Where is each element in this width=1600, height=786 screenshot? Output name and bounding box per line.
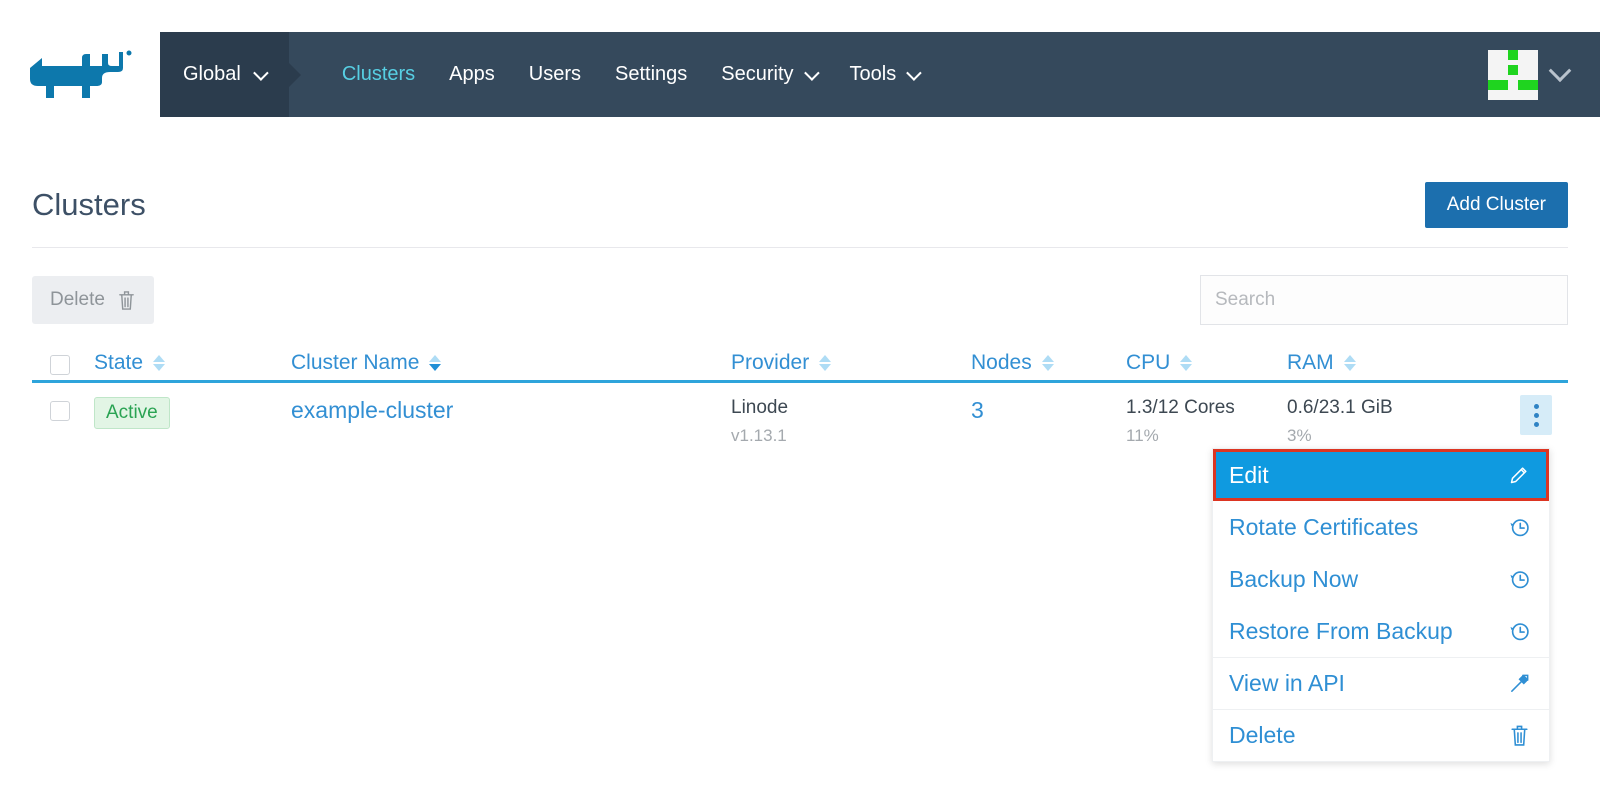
row-checkbox[interactable] — [50, 401, 70, 421]
column-header-cluster-name[interactable]: Cluster Name — [291, 351, 731, 380]
menu-item-delete[interactable]: Delete — [1213, 709, 1549, 761]
menu-item-label: View in API — [1229, 670, 1345, 696]
nav-item-clusters[interactable]: Clusters — [325, 63, 432, 86]
bulk-delete-label: Delete — [50, 289, 105, 310]
scope-selector-label: Global — [183, 63, 241, 85]
nav-item-tools[interactable]: Tools — [833, 63, 936, 86]
ram-usage: 0.6/23.1 GiB — [1287, 397, 1393, 418]
page-header: Clusters Add Cluster — [32, 163, 1568, 248]
sort-toggle-icon[interactable] — [1180, 355, 1193, 371]
user-identicon-avatar — [1488, 49, 1538, 100]
brand-logo[interactable] — [0, 32, 160, 117]
menu-item-rotate-certificates[interactable]: Rotate Certificates — [1213, 501, 1549, 553]
nav-item-label: Settings — [615, 63, 688, 85]
cpu-usage: 1.3/12 Cores — [1126, 397, 1235, 418]
row-select-cell — [32, 397, 94, 421]
table-header-row: State Cluster Name Provider Nodes CPU RA… — [32, 333, 1568, 383]
column-header-ram[interactable]: RAM — [1287, 351, 1517, 380]
sort-toggle-icon[interactable] — [429, 355, 442, 371]
column-header-cpu[interactable]: CPU — [1126, 351, 1287, 380]
table-toolbar: Delete — [32, 272, 1568, 328]
column-label: State — [94, 351, 144, 374]
chevron-down-icon — [252, 65, 269, 81]
column-header-actions — [1517, 375, 1568, 380]
nav-item-users[interactable]: Users — [512, 63, 598, 86]
cell-nodes: 3 — [971, 397, 1126, 424]
cell-provider: Linode v1.13.1 — [731, 397, 971, 446]
table-row[interactable]: Active example-cluster Linode v1.13.1 3 … — [32, 383, 1568, 457]
cell-cpu: 1.3/12 Cores 11% — [1126, 397, 1287, 446]
nav-item-label: Security — [721, 63, 794, 85]
clock-rotate-icon — [1506, 566, 1532, 592]
menu-item-label: Delete — [1229, 722, 1296, 748]
column-label: Nodes — [971, 351, 1032, 374]
nav-item-label: Apps — [449, 63, 495, 85]
cpu-percent: 11% — [1126, 426, 1159, 445]
row-actions-menu: Edit Rotate Certificates Backup Now — [1212, 448, 1550, 762]
nodes-count-link[interactable]: 3 — [971, 397, 984, 423]
menu-item-label: Edit — [1229, 461, 1269, 488]
menu-item-backup-now[interactable]: Backup Now — [1213, 553, 1549, 605]
trash-icon — [1506, 723, 1532, 749]
kebab-menu-icon[interactable] — [1520, 395, 1552, 435]
menu-item-view-in-api[interactable]: View in API — [1213, 657, 1549, 709]
top-navigation-bar: Global Clusters Apps Users Settings Secu… — [0, 32, 1600, 117]
sort-toggle-icon[interactable] — [819, 355, 832, 371]
select-all-checkbox[interactable] — [50, 355, 70, 375]
clock-rotate-icon — [1506, 514, 1532, 540]
nav-item-label: Tools — [849, 63, 897, 85]
menu-item-label: Rotate Certificates — [1229, 513, 1419, 540]
provider-name: Linode — [731, 397, 789, 418]
nav-links: Clusters Apps Users Settings Security To… — [289, 63, 935, 86]
chevron-down-icon — [906, 65, 922, 81]
nav-item-apps[interactable]: Apps — [432, 63, 512, 86]
column-label: RAM — [1287, 351, 1334, 374]
kubernetes-version: v1.13.1 — [731, 426, 787, 445]
nav-item-settings[interactable]: Settings — [598, 63, 704, 86]
column-header-provider[interactable]: Provider — [731, 351, 971, 380]
page-title: Clusters — [32, 187, 146, 222]
status-badge: Active — [94, 397, 170, 429]
cell-state: Active — [94, 397, 291, 429]
sort-toggle-icon[interactable] — [1041, 355, 1054, 371]
column-label: Cluster Name — [291, 351, 420, 374]
column-header-nodes[interactable]: Nodes — [971, 351, 1126, 380]
clusters-table: State Cluster Name Provider Nodes CPU RA… — [32, 333, 1568, 457]
external-link-icon — [1506, 671, 1532, 697]
nav-item-label: Clusters — [341, 63, 416, 85]
cell-cluster-name: example-cluster — [291, 397, 731, 424]
search-input[interactable] — [1200, 275, 1568, 325]
clock-rotate-icon — [1506, 618, 1532, 644]
menu-item-label: Backup Now — [1229, 565, 1359, 592]
menu-item-restore-from-backup[interactable]: Restore From Backup — [1213, 605, 1549, 657]
sort-toggle-icon[interactable] — [153, 355, 166, 371]
scope-selector-global[interactable]: Global — [160, 32, 289, 117]
column-header-state[interactable]: State — [94, 351, 291, 380]
column-label: Provider — [731, 351, 810, 374]
menu-item-label: Restore From Backup — [1229, 617, 1453, 644]
chevron-down-icon — [1548, 58, 1572, 82]
add-cluster-button[interactable]: Add Cluster — [1424, 182, 1568, 228]
nav-item-label: Users — [528, 63, 581, 85]
pencil-icon — [1506, 462, 1532, 488]
cluster-name-link[interactable]: example-cluster — [291, 397, 454, 423]
chevron-down-icon — [803, 65, 820, 81]
user-menu[interactable] — [1488, 49, 1600, 100]
trash-icon — [119, 290, 134, 310]
cell-ram: 0.6/23.1 GiB 3% — [1287, 397, 1517, 446]
select-all-cell — [32, 355, 94, 380]
sort-toggle-icon[interactable] — [1343, 355, 1356, 371]
column-label: CPU — [1126, 351, 1171, 374]
bulk-delete-button[interactable]: Delete — [32, 276, 154, 324]
rancher-cow-logo-icon — [30, 50, 132, 98]
nav-item-security[interactable]: Security — [704, 63, 832, 86]
ram-percent: 3% — [1287, 426, 1312, 445]
main-nav: Global Clusters Apps Users Settings Secu… — [160, 32, 1600, 117]
menu-item-edit[interactable]: Edit — [1213, 449, 1549, 501]
